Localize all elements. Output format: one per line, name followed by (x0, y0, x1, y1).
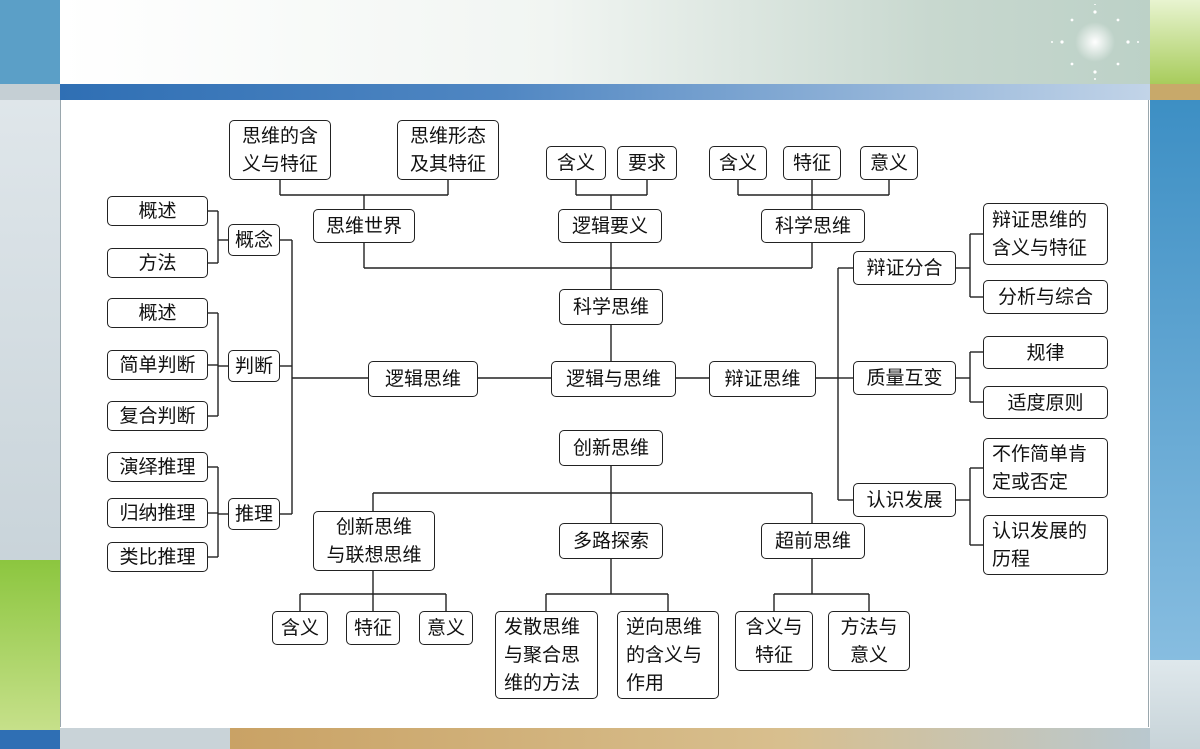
node-逻辑与思维: 逻辑与思维 (551, 361, 676, 397)
node-概念-概述: 概述 (107, 196, 208, 226)
node-类比推理: 类比推理 (107, 542, 208, 572)
frame-left-bottom-block (0, 730, 60, 749)
node-不作简单肯定或否定: 不作简单肯 定或否定 (983, 438, 1108, 498)
node-认识发展: 认识发展 (853, 483, 956, 517)
node-联想-意义: 意义 (419, 611, 473, 645)
node-思维世界: 思维世界 (313, 209, 415, 243)
node-概念: 概念 (228, 224, 280, 256)
node-规律: 规律 (983, 336, 1108, 369)
node-辩证思维的含义与特征: 辩证思维的 含义与特征 (983, 203, 1108, 265)
node-创新思维与联想思维: 创新思维 与联想思维 (313, 511, 435, 571)
frame-top-band (60, 0, 1150, 84)
node-科学思维-意义: 意义 (860, 146, 918, 180)
frame-top-left-block (0, 0, 60, 84)
node-科学思维-right: 科学思维 (761, 209, 865, 243)
node-逻辑要义: 逻辑要义 (558, 209, 662, 243)
node-归纳推理: 归纳推理 (107, 498, 208, 528)
node-发散思维与聚合思维的方法: 发散思维 与聚合思 维的方法 (495, 611, 598, 699)
node-创新思维: 创新思维 (559, 430, 663, 466)
node-适度原则: 适度原则 (983, 386, 1108, 419)
frame-right-column (1150, 100, 1200, 660)
node-联想-含义: 含义 (272, 611, 328, 645)
frame-left-column (0, 100, 60, 560)
node-质量互变: 质量互变 (853, 361, 956, 395)
node-逻辑要义-要求: 要求 (617, 146, 677, 180)
node-逻辑要义-含义: 含义 (546, 146, 606, 180)
node-科学思维-top: 科学思维 (559, 289, 663, 325)
node-演绎推理: 演绎推理 (107, 452, 208, 482)
sparkle-decoration-icon (1051, 4, 1139, 80)
frame-bottom-bar (230, 728, 1150, 749)
node-辩证思维: 辩证思维 (709, 361, 816, 397)
node-科学思维-含义: 含义 (709, 146, 767, 180)
frame-left-strip (0, 84, 60, 100)
node-复合判断: 复合判断 (107, 401, 208, 431)
node-联想-特征: 特征 (346, 611, 400, 645)
node-分析与综合: 分析与综合 (983, 280, 1108, 314)
node-概念-方法: 方法 (107, 248, 208, 278)
node-辩证分合: 辩证分合 (853, 251, 956, 285)
frame-top-right-block (1150, 0, 1200, 84)
frame-blue-bar (60, 84, 1150, 100)
node-超前-含义与特征: 含义与 特征 (735, 611, 813, 671)
node-简单判断: 简单判断 (107, 350, 208, 380)
node-超前思维: 超前思维 (761, 523, 865, 559)
frame-left-green-column (0, 560, 60, 730)
frame-bottom-left-bar (60, 728, 230, 749)
node-多路探索: 多路探索 (559, 523, 663, 559)
node-推理: 推理 (228, 498, 280, 530)
node-逆向思维的含义与作用: 逆向思维 的含义与 作用 (617, 611, 719, 699)
node-认识发展的历程: 认识发展的 历程 (983, 515, 1108, 575)
node-判断: 判断 (228, 350, 280, 382)
content-area (60, 100, 1149, 727)
node-超前-方法与意义: 方法与 意义 (828, 611, 910, 671)
frame-right-strip (1150, 84, 1200, 100)
node-判断-概述: 概述 (107, 298, 208, 328)
node-逻辑思维: 逻辑思维 (368, 361, 478, 397)
node-科学思维-特征: 特征 (783, 146, 841, 180)
frame-right-bottom-column (1150, 660, 1200, 749)
node-思维形态及其特征: 思维形态 及其特征 (397, 120, 499, 180)
node-思维的含义与特征: 思维的含 义与特征 (229, 120, 331, 180)
